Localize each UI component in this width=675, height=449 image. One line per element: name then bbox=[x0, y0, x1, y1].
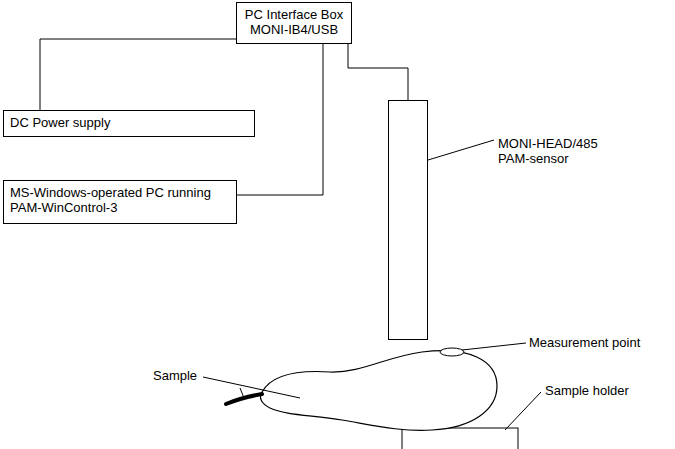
pear-sample bbox=[260, 351, 497, 431]
holder-leader bbox=[505, 392, 541, 430]
pear-stalk bbox=[240, 388, 244, 398]
sample-label: Sample bbox=[152, 368, 198, 383]
power-supply-box: DC Power supply bbox=[3, 110, 255, 137]
holder-label: Sample holder bbox=[544, 383, 630, 398]
box-text: MS-Windows-operated PC running PAM-WinCo… bbox=[4, 181, 236, 219]
interface-box: PC Interface Box MONI-IB4/USB bbox=[236, 2, 352, 44]
box-text: MONI-HEAD/485 PAM-sensor bbox=[498, 136, 608, 166]
sensor-head: MONI-HEAD/485 PAM-sensor bbox=[388, 100, 428, 340]
box-text: DC Power supply bbox=[4, 111, 254, 134]
sensor-leader bbox=[428, 140, 494, 160]
measurement-label: Measurement point bbox=[528, 335, 641, 350]
connection-wire bbox=[348, 44, 408, 100]
measurement-point bbox=[440, 348, 464, 356]
pear-stem bbox=[226, 394, 262, 404]
measurement-leader bbox=[462, 343, 526, 350]
pc-box: MS-Windows-operated PC running PAM-WinCo… bbox=[3, 180, 237, 224]
sample-holder bbox=[402, 428, 518, 449]
sample-leader bbox=[203, 377, 300, 398]
box-text: PC Interface Box MONI-IB4/USB bbox=[237, 3, 351, 41]
connection-wire bbox=[40, 39, 236, 110]
